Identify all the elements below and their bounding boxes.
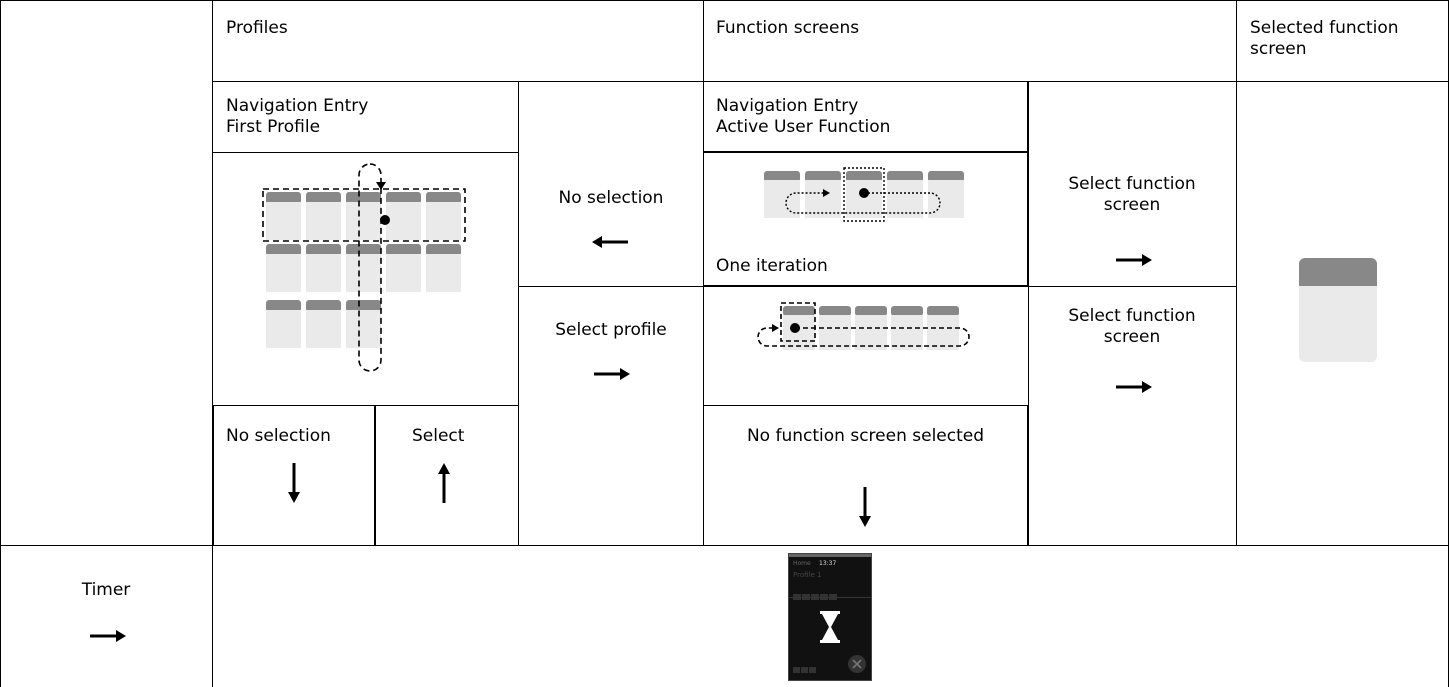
selected-function-screen-tile (1299, 258, 1377, 362)
no-function-screen-selected-label: No function screen selected (746, 426, 985, 446)
profiles-nav-entry-title: Navigation Entry First Profile (226, 96, 368, 138)
profiles-nav-entry-line2: First Profile (226, 117, 321, 137)
one-iteration-illustration (764, 167, 964, 222)
select-function-screen-label-1: Select function screen (1068, 174, 1196, 215)
profiles-no-selection-label: No selection (226, 426, 331, 446)
arrow-right-icon (594, 368, 630, 380)
device-top-bar (789, 554, 871, 557)
device-tile-row (793, 585, 843, 600)
select-function-screen-label-2: Select function screen (1068, 306, 1196, 347)
device-profile-label: Profile 1 (793, 571, 822, 579)
function-nav-entry-line2: Active User Function (716, 117, 891, 137)
tile-row-1 (266, 192, 461, 240)
device-bottom-tiles (793, 658, 823, 673)
tile-row-3 (266, 300, 381, 348)
selected-function-screen-header: Selected function screen (1250, 18, 1399, 59)
device-screen: Home 13:37 Profile 1 (788, 553, 872, 681)
timer-label: Timer (81, 580, 131, 600)
function-nav-entry-line1: Navigation Entry (716, 96, 859, 116)
function-screens-header: Function screens (716, 18, 860, 38)
no-selection-transition-label: No selection (558, 188, 664, 208)
device-status-left: Home (793, 560, 811, 567)
tile-row-2 (266, 244, 461, 292)
arrow-left-icon (592, 236, 628, 248)
arrow-right-icon-timer (90, 630, 126, 642)
profiles-nav-entry-line1: Navigation Entry (226, 96, 369, 116)
arrow-right-icon-3 (1116, 381, 1152, 393)
profiles-select-label: Select (412, 426, 465, 446)
arrow-right-icon-2 (1116, 254, 1152, 266)
arrow-down-icon-2 (859, 487, 871, 527)
device-clock: 13:37 (819, 560, 837, 567)
profiles-grid-illustration (262, 163, 466, 372)
profiles-header: Profiles (226, 18, 288, 38)
arrow-down-icon (288, 463, 300, 503)
arrow-up-icon (438, 463, 450, 503)
hourglass-icon (820, 611, 840, 643)
function-nav-entry-title: Navigation Entry Active User Function (716, 96, 890, 138)
function-row-illustration (757, 302, 970, 350)
select-profile-transition-label: Select profile (555, 320, 667, 340)
close-icon[interactable] (847, 654, 867, 674)
one-iteration-label: One iteration (716, 256, 828, 276)
